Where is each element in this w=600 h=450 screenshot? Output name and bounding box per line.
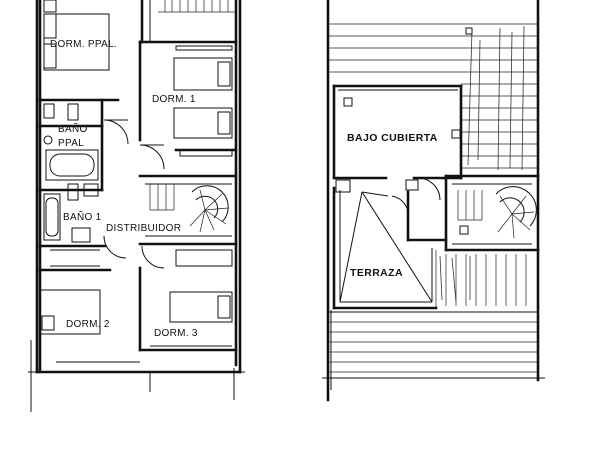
label-dorm-2: DORM. 2	[66, 319, 110, 330]
label-bano-ppal-line2: PPAL	[58, 138, 84, 149]
roof-hatch-upper	[328, 23, 538, 171]
label-dorm-3: DORM. 3	[154, 328, 198, 339]
label-dorm-1: DORM. 1	[152, 94, 196, 105]
label-dorm-ppal: DORM. PPAL.	[50, 39, 117, 50]
label-distribuidor: DISTRIBUIDOR	[106, 223, 181, 234]
terraza-area	[332, 186, 438, 310]
left-floor-plan	[28, 0, 245, 412]
top-hatch-strip	[158, 0, 236, 13]
roof-hatch-lower	[328, 250, 538, 373]
label-terraza: TERRAZA	[350, 267, 403, 279]
label-bano-1: BAÑO 1	[63, 210, 102, 223]
right-staircase	[444, 174, 540, 252]
right-floor-plan	[322, 0, 545, 402]
label-bajo-cubierta: BAJO CUBIERTA	[347, 132, 438, 144]
label-bano-ppal-line1: BAÑO	[58, 122, 88, 135]
left-staircase	[138, 174, 238, 246]
